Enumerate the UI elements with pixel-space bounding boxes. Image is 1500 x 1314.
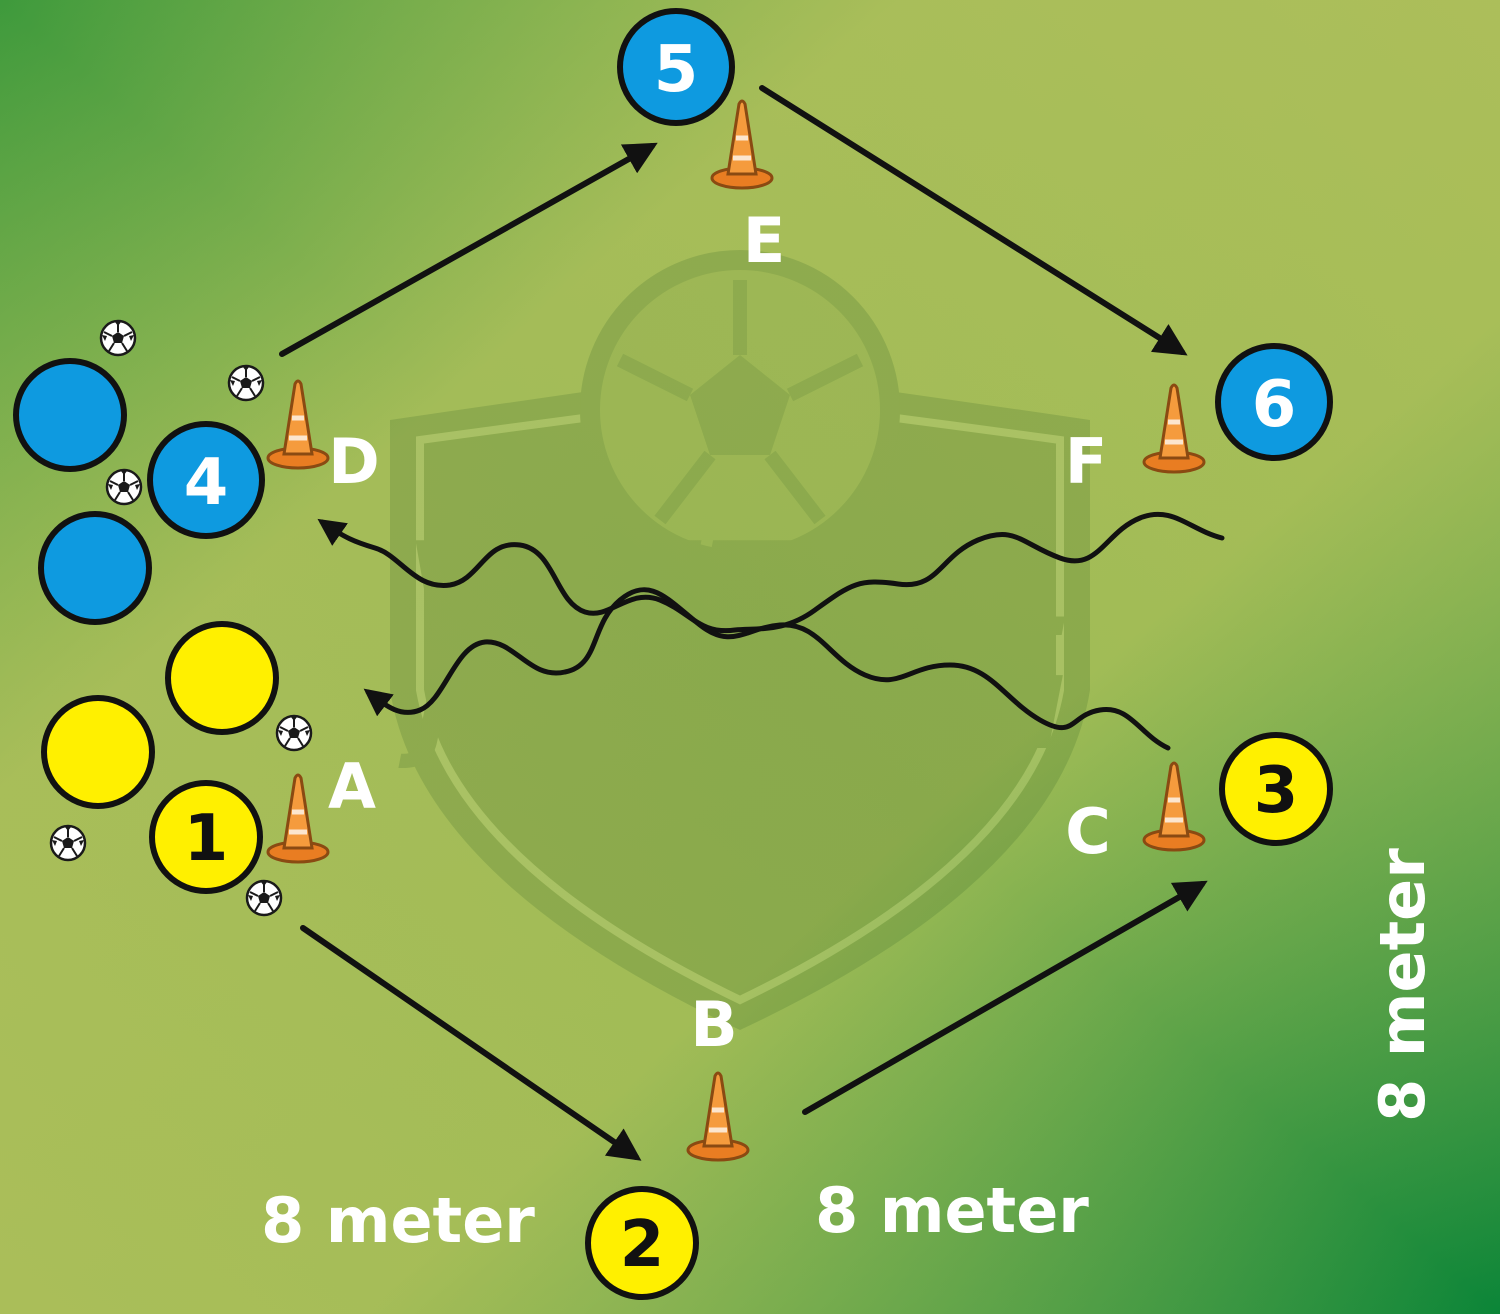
cone-label-c: C xyxy=(1065,795,1111,868)
ball-icon xyxy=(275,714,313,752)
player-2: 2 xyxy=(585,1186,699,1300)
watermark-line2: JEUGDPLAN xyxy=(398,655,1065,772)
yellow-player-waiting xyxy=(41,695,155,809)
distance-bottom-right: 8 meter xyxy=(815,1174,1089,1247)
player-2-number: 2 xyxy=(620,1208,665,1282)
cone-label-d: D xyxy=(328,425,379,498)
pass-arrows xyxy=(279,85,1208,1161)
ball-icon xyxy=(99,319,137,357)
player-6: 6 xyxy=(1215,343,1333,461)
player-1-number: 1 xyxy=(184,802,229,876)
arrow-1-to-2 xyxy=(300,925,642,1161)
dribble-arrows xyxy=(317,511,1225,751)
ball-icon xyxy=(105,468,143,506)
cone-label-e: E xyxy=(743,204,785,277)
watermark-logo: VOETBAL JEUGDPLAN xyxy=(390,250,1090,1030)
ball-icon xyxy=(49,824,87,862)
blue-player-waiting xyxy=(13,358,127,472)
dribble-f-to-d xyxy=(317,511,1225,634)
player-4: 4 xyxy=(147,421,265,539)
player-1: 1 xyxy=(149,780,263,894)
player-6-number: 6 xyxy=(1252,368,1297,442)
cone-label-f: F xyxy=(1065,425,1107,498)
blue-player-waiting xyxy=(38,511,152,625)
arrow-d-to-5 xyxy=(279,142,658,357)
arrow-b-to-3 xyxy=(802,880,1208,1115)
cone-label-a: A xyxy=(328,750,376,823)
cone-label-b: B xyxy=(690,988,737,1061)
player-3-number: 3 xyxy=(1254,754,1299,828)
player-3: 3 xyxy=(1219,732,1333,846)
player-4-number: 4 xyxy=(184,446,229,520)
arrow-5-to-6 xyxy=(759,85,1188,356)
player-5: 5 xyxy=(617,8,735,126)
distance-bottom-left: 8 meter xyxy=(261,1184,535,1257)
distance-right: 8 meter xyxy=(1366,848,1439,1122)
dribble-c-to-a xyxy=(363,587,1171,751)
player-5-number: 5 xyxy=(654,33,699,107)
ball-icon xyxy=(227,364,265,402)
yellow-player-waiting xyxy=(165,621,279,735)
ball-icon xyxy=(245,879,283,917)
watermark-line1: VOETBAL xyxy=(406,514,1075,666)
